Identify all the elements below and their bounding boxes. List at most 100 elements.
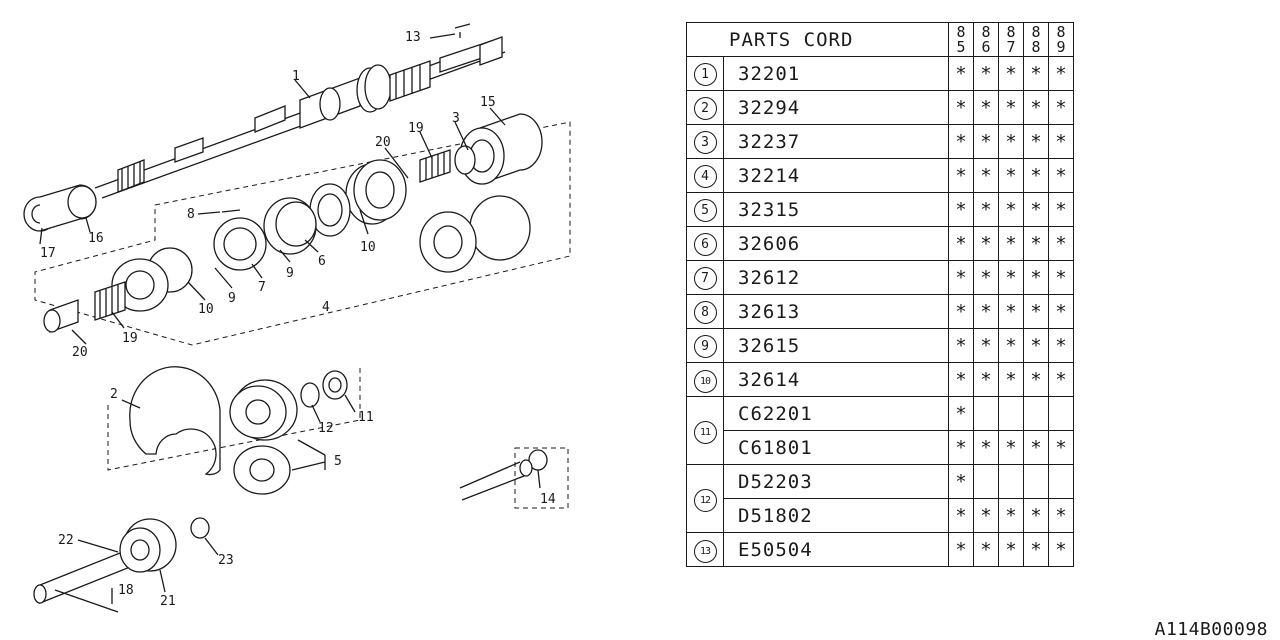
callout-6: 6 [318, 254, 326, 269]
year-mark-cell: * [1048, 498, 1074, 533]
year-mark-cell: * [998, 158, 1024, 193]
year-mark-cell: * [998, 260, 1024, 295]
year-mark-cell: * [973, 56, 999, 91]
ref-number-cell: 2 [686, 90, 724, 125]
gear-set-lower-left [43, 247, 193, 333]
callout-19a: 19 [408, 121, 424, 136]
year-mark-cell: * [973, 90, 999, 125]
year-mark-cell: * [948, 498, 974, 533]
part-code-cell: 32606 [723, 226, 949, 261]
callout-16: 16 [88, 231, 104, 246]
ref-number-cell: 9 [686, 328, 724, 363]
ref-number-badge: 6 [693, 233, 717, 256]
callout-10a: 10 [360, 240, 376, 255]
ref-number-badge: 2 [693, 97, 717, 120]
year-mark-cell: * [948, 56, 974, 91]
callout-14: 14 [540, 492, 556, 507]
part-code-cell: 32615 [723, 328, 949, 363]
main-shaft [94, 23, 506, 199]
part-code-cell: C61801 [723, 430, 949, 465]
ref-number-badge: 3 [693, 131, 717, 154]
callout-15: 15 [480, 95, 496, 110]
year-mark-cell: * [1023, 328, 1049, 363]
year-mark-cell: * [948, 226, 974, 261]
year-mark-cell: * [1023, 56, 1049, 91]
part-code-cell: E50504 [723, 532, 949, 567]
year-mark-cell: * [1048, 260, 1074, 295]
leader-lines [39, 33, 541, 604]
year-mark-cell: * [948, 464, 974, 499]
callout-5: 5 [334, 454, 342, 469]
ref-number-badge: 11 [693, 420, 717, 444]
parts-cord-header: PARTS CORD [686, 22, 949, 57]
year-mark-cell [1048, 464, 1074, 499]
year-mark-cell [1048, 396, 1074, 431]
document-id: A114B00098 [1154, 619, 1268, 640]
year-mark-cell [973, 464, 999, 499]
ref-number-cell: 1 [686, 56, 724, 91]
year-mark-cell: * [973, 192, 999, 227]
year-mark-cell: * [973, 328, 999, 363]
callout-20b: 20 [72, 345, 88, 360]
year-mark-cell: * [1048, 430, 1074, 465]
year-mark-cell: * [1048, 90, 1074, 125]
callout-22: 22 [58, 533, 74, 548]
year-mark-cell: * [998, 226, 1024, 261]
ref-number-badge: 5 [693, 199, 717, 222]
year-mark-cell: * [998, 90, 1024, 125]
year-mark-cell: * [948, 90, 974, 125]
part-code-cell: D51802 [723, 498, 949, 533]
ref-number-cell: 13 [686, 532, 724, 567]
year-mark-cell: * [1023, 192, 1049, 227]
year-mark-cell: * [973, 158, 999, 193]
part-code-cell: 32315 [723, 192, 949, 227]
ref-number-cell: 12 [686, 464, 724, 533]
subassembly-4-outline [34, 121, 571, 346]
callout-18: 18 [118, 583, 134, 598]
year-mark-cell: * [1023, 158, 1049, 193]
shaft-with-clip-14 [459, 447, 569, 509]
ref-number-badge: 13 [693, 539, 717, 563]
year-mark-cell [1023, 464, 1049, 499]
callout-11: 11 [358, 410, 374, 425]
year-mark-cell: * [948, 362, 974, 397]
year-mark-cell: * [1023, 294, 1049, 329]
year-mark-cell: * [973, 532, 999, 567]
gear-set-5 [129, 366, 348, 495]
year-mark-cell: * [948, 294, 974, 329]
part-code-cell: 32614 [723, 362, 949, 397]
bearing-17-16 [23, 184, 97, 232]
year-mark-cell: * [998, 498, 1024, 533]
year-mark-cell [998, 464, 1024, 499]
year-mark-cell: * [1048, 124, 1074, 159]
year-mark-cell [1023, 396, 1049, 431]
part-code-cell: C62201 [723, 396, 949, 431]
year-mark-cell: * [948, 396, 974, 431]
year-mark-cell: * [998, 124, 1024, 159]
callout-10b: 10 [198, 302, 214, 317]
callout-1: 1 [292, 69, 300, 84]
year-mark-cell: * [1023, 430, 1049, 465]
part-code-cell: 32237 [723, 124, 949, 159]
year-mark-cell: * [948, 532, 974, 567]
year-mark-cell: * [1048, 192, 1074, 227]
ref-number-badge: 8 [693, 301, 717, 324]
year-mark-cell: * [948, 260, 974, 295]
callout-13: 13 [405, 30, 421, 45]
ref-number-badge: 10 [693, 369, 717, 393]
year-mark-cell: * [1023, 362, 1049, 397]
year-mark-cell: * [1048, 328, 1074, 363]
ref-number-cell: 3 [686, 124, 724, 159]
ref-number-cell: 11 [686, 396, 724, 465]
